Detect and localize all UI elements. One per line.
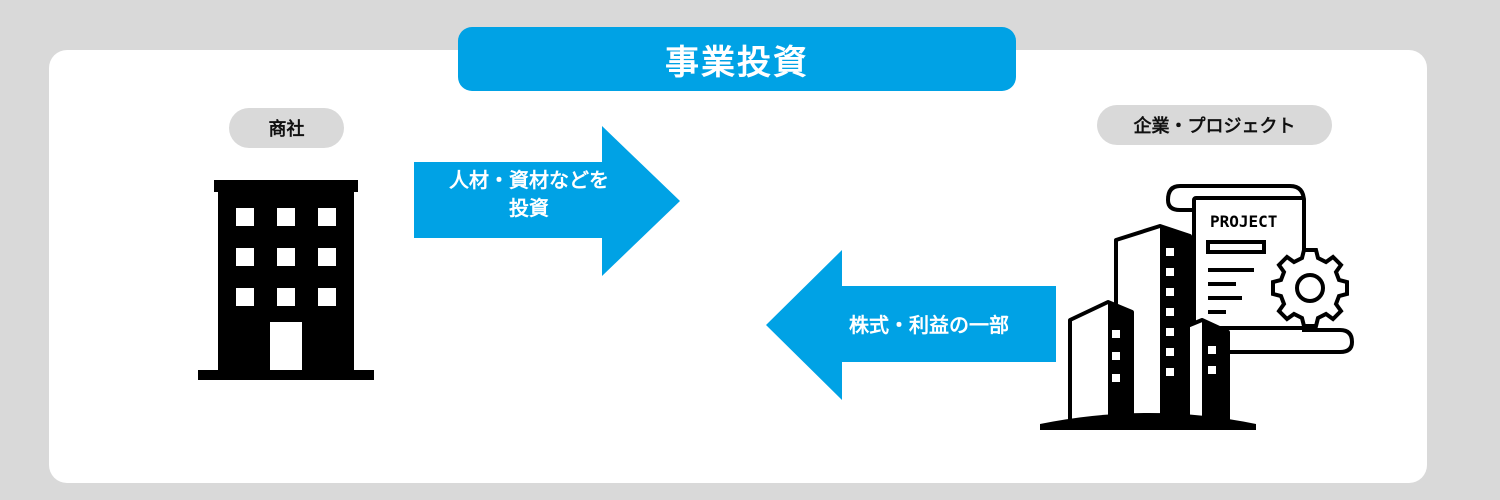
investment-arrow-line2: 投資 bbox=[509, 196, 549, 220]
trading-company-label: 商社 bbox=[229, 108, 344, 148]
office-building-icon bbox=[198, 180, 374, 384]
return-arrow: 株式・利益の一部 bbox=[766, 250, 1056, 400]
company-project-label: 企業・プロジェクト bbox=[1097, 105, 1332, 145]
investment-arrow-line1: 人材・資材などを bbox=[449, 168, 609, 192]
investment-arrow-text: 人材・資材などを 投資 bbox=[414, 166, 644, 222]
right-arrow-shape bbox=[414, 126, 680, 276]
project-icon: PROJECT bbox=[1040, 180, 1360, 434]
project-doc-label: PROJECT bbox=[1210, 212, 1277, 231]
return-arrow-text: 株式・利益の一部 bbox=[849, 313, 1009, 337]
diagram-title: 事業投資 bbox=[458, 27, 1016, 91]
left-arrow-shape bbox=[766, 250, 1056, 400]
investment-arrow: 人材・資材などを 投資 bbox=[414, 126, 680, 276]
